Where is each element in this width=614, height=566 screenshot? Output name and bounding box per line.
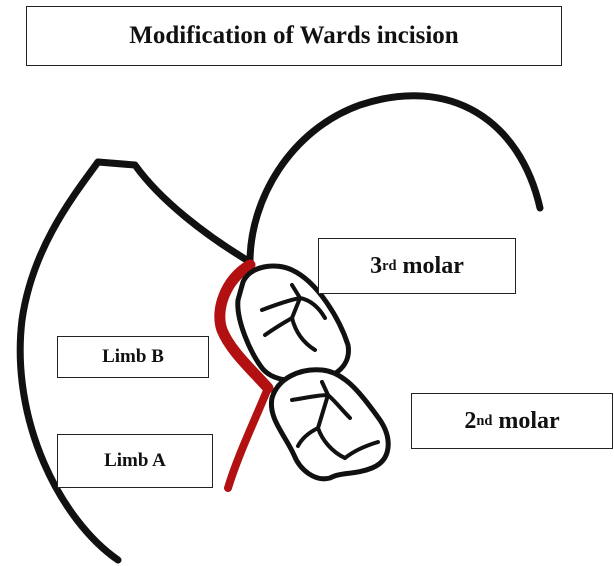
third-molar-word: molar xyxy=(403,253,464,280)
second-molar-word: molar xyxy=(498,408,559,435)
diagram-title: Modification of Wards incision xyxy=(26,6,562,66)
incision-limb-a xyxy=(228,388,268,488)
limb-a-text: Limb A xyxy=(104,450,166,472)
limb-b-label: Limb B xyxy=(57,336,209,378)
third-molar-number: 3 xyxy=(370,253,382,280)
peak-line xyxy=(98,162,250,262)
diagram-title-text: Modification of Wards incision xyxy=(129,22,458,50)
second-molar-number: 2 xyxy=(464,408,476,435)
limb-b-text: Limb B xyxy=(102,346,164,368)
second-molar-tooth xyxy=(271,370,388,479)
limb-a-label: Limb A xyxy=(57,434,213,488)
